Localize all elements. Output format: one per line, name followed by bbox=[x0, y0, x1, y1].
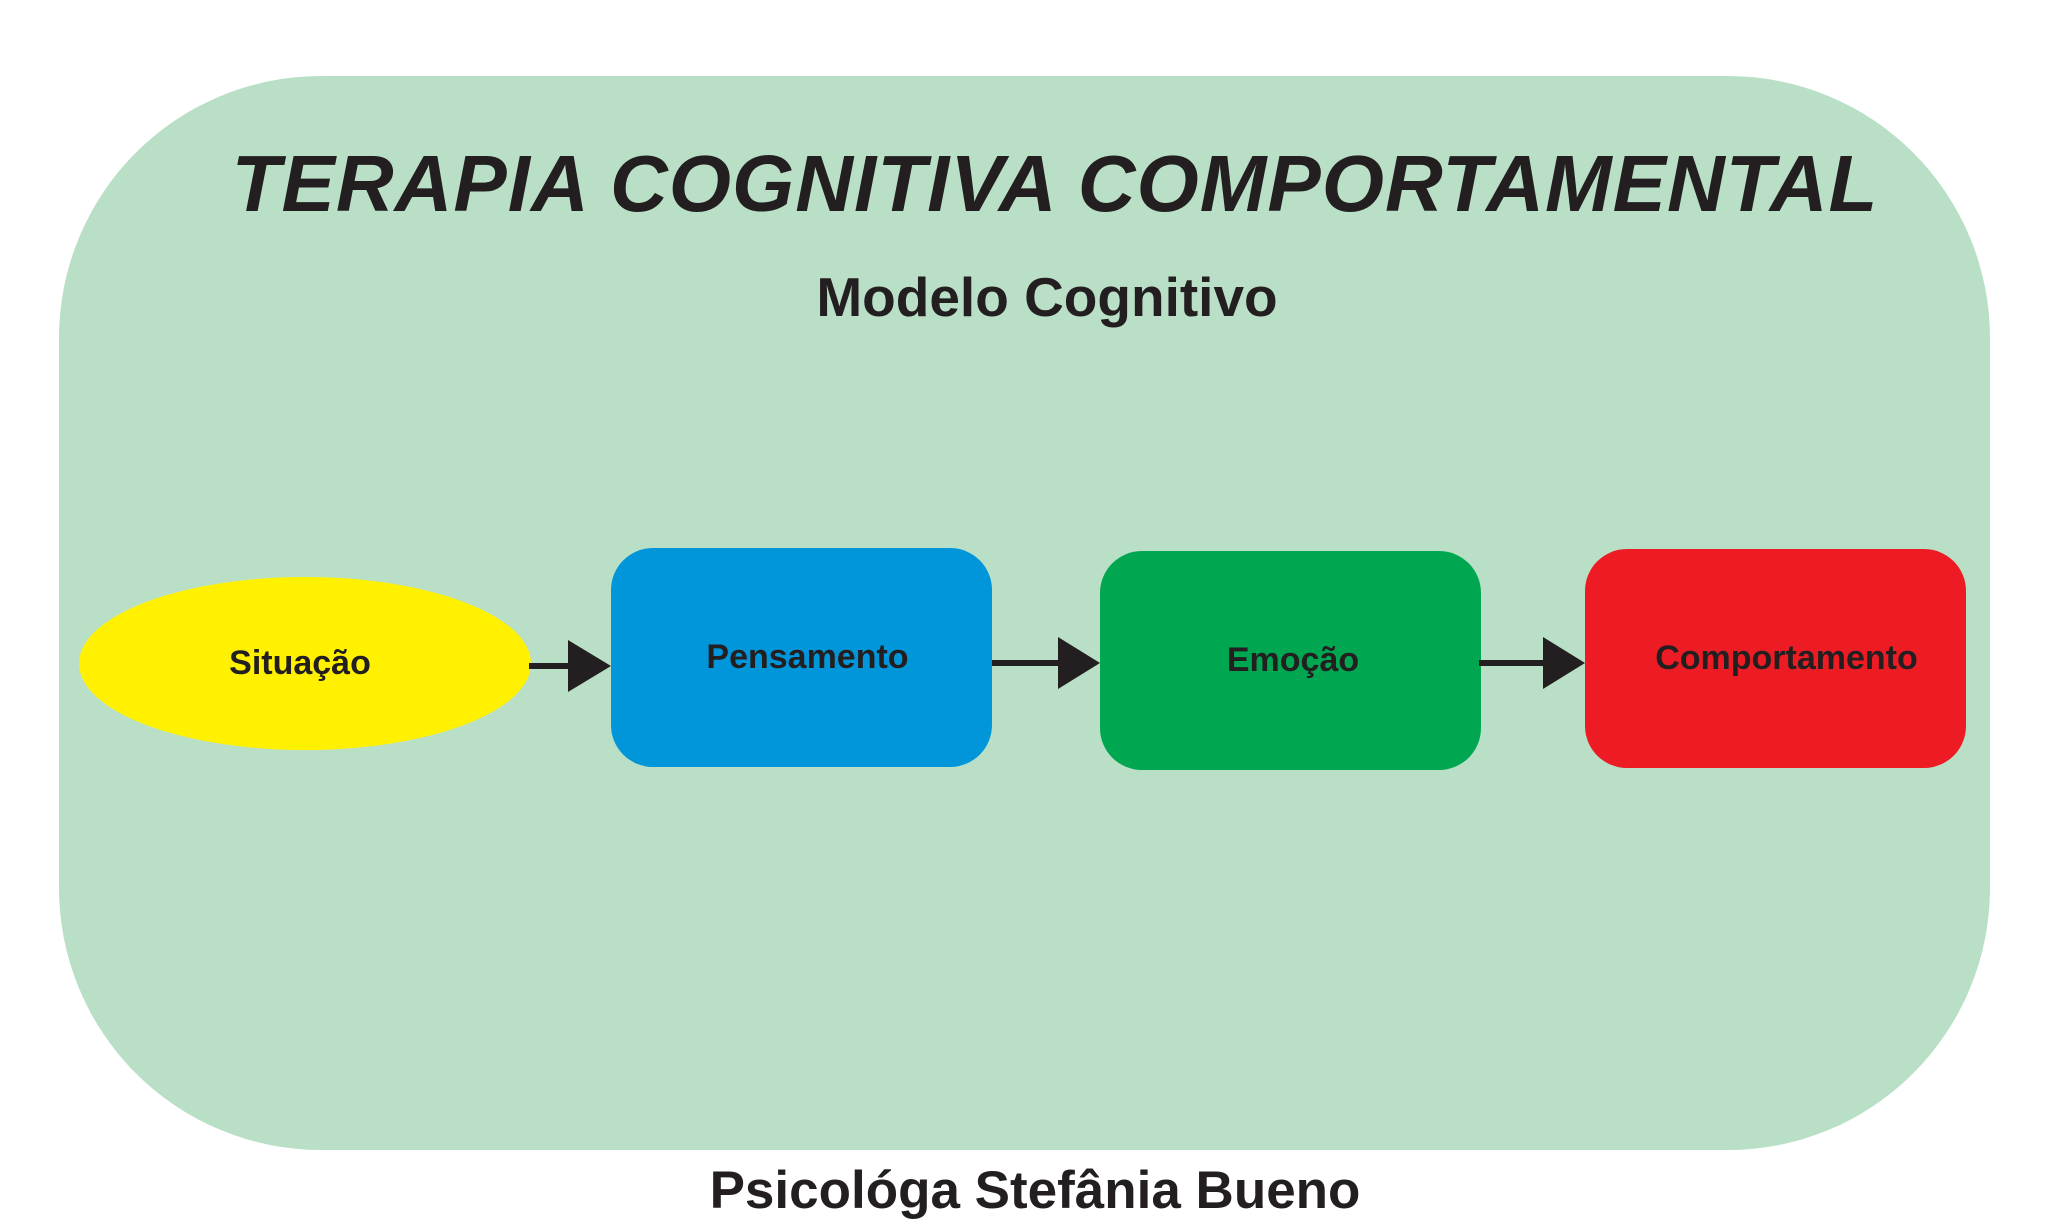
node-label: Emoção bbox=[1226, 641, 1360, 679]
page-subtitle: Modelo Cognitivo bbox=[816, 266, 1278, 328]
node-comportamento: Comportamento bbox=[1585, 549, 1966, 768]
arrow-emocao-comportamento bbox=[1479, 637, 1585, 689]
author-credit: Psicológa Stefânia Bueno bbox=[709, 1161, 1361, 1220]
node-label: Pensamento bbox=[706, 638, 909, 676]
node-situacao: Situação bbox=[79, 577, 531, 750]
node-label: Situação bbox=[229, 644, 371, 682]
arrow-situacao-pensamento bbox=[529, 640, 611, 692]
page-title: TERAPIA COGNITIVA COMPORTAMENTAL bbox=[231, 139, 1879, 228]
node-emocao: Emoção bbox=[1100, 551, 1481, 770]
node-pensamento: Pensamento bbox=[611, 548, 992, 767]
node-label: Comportamento bbox=[1655, 639, 1918, 677]
arrow-pensamento-emocao bbox=[992, 637, 1100, 689]
